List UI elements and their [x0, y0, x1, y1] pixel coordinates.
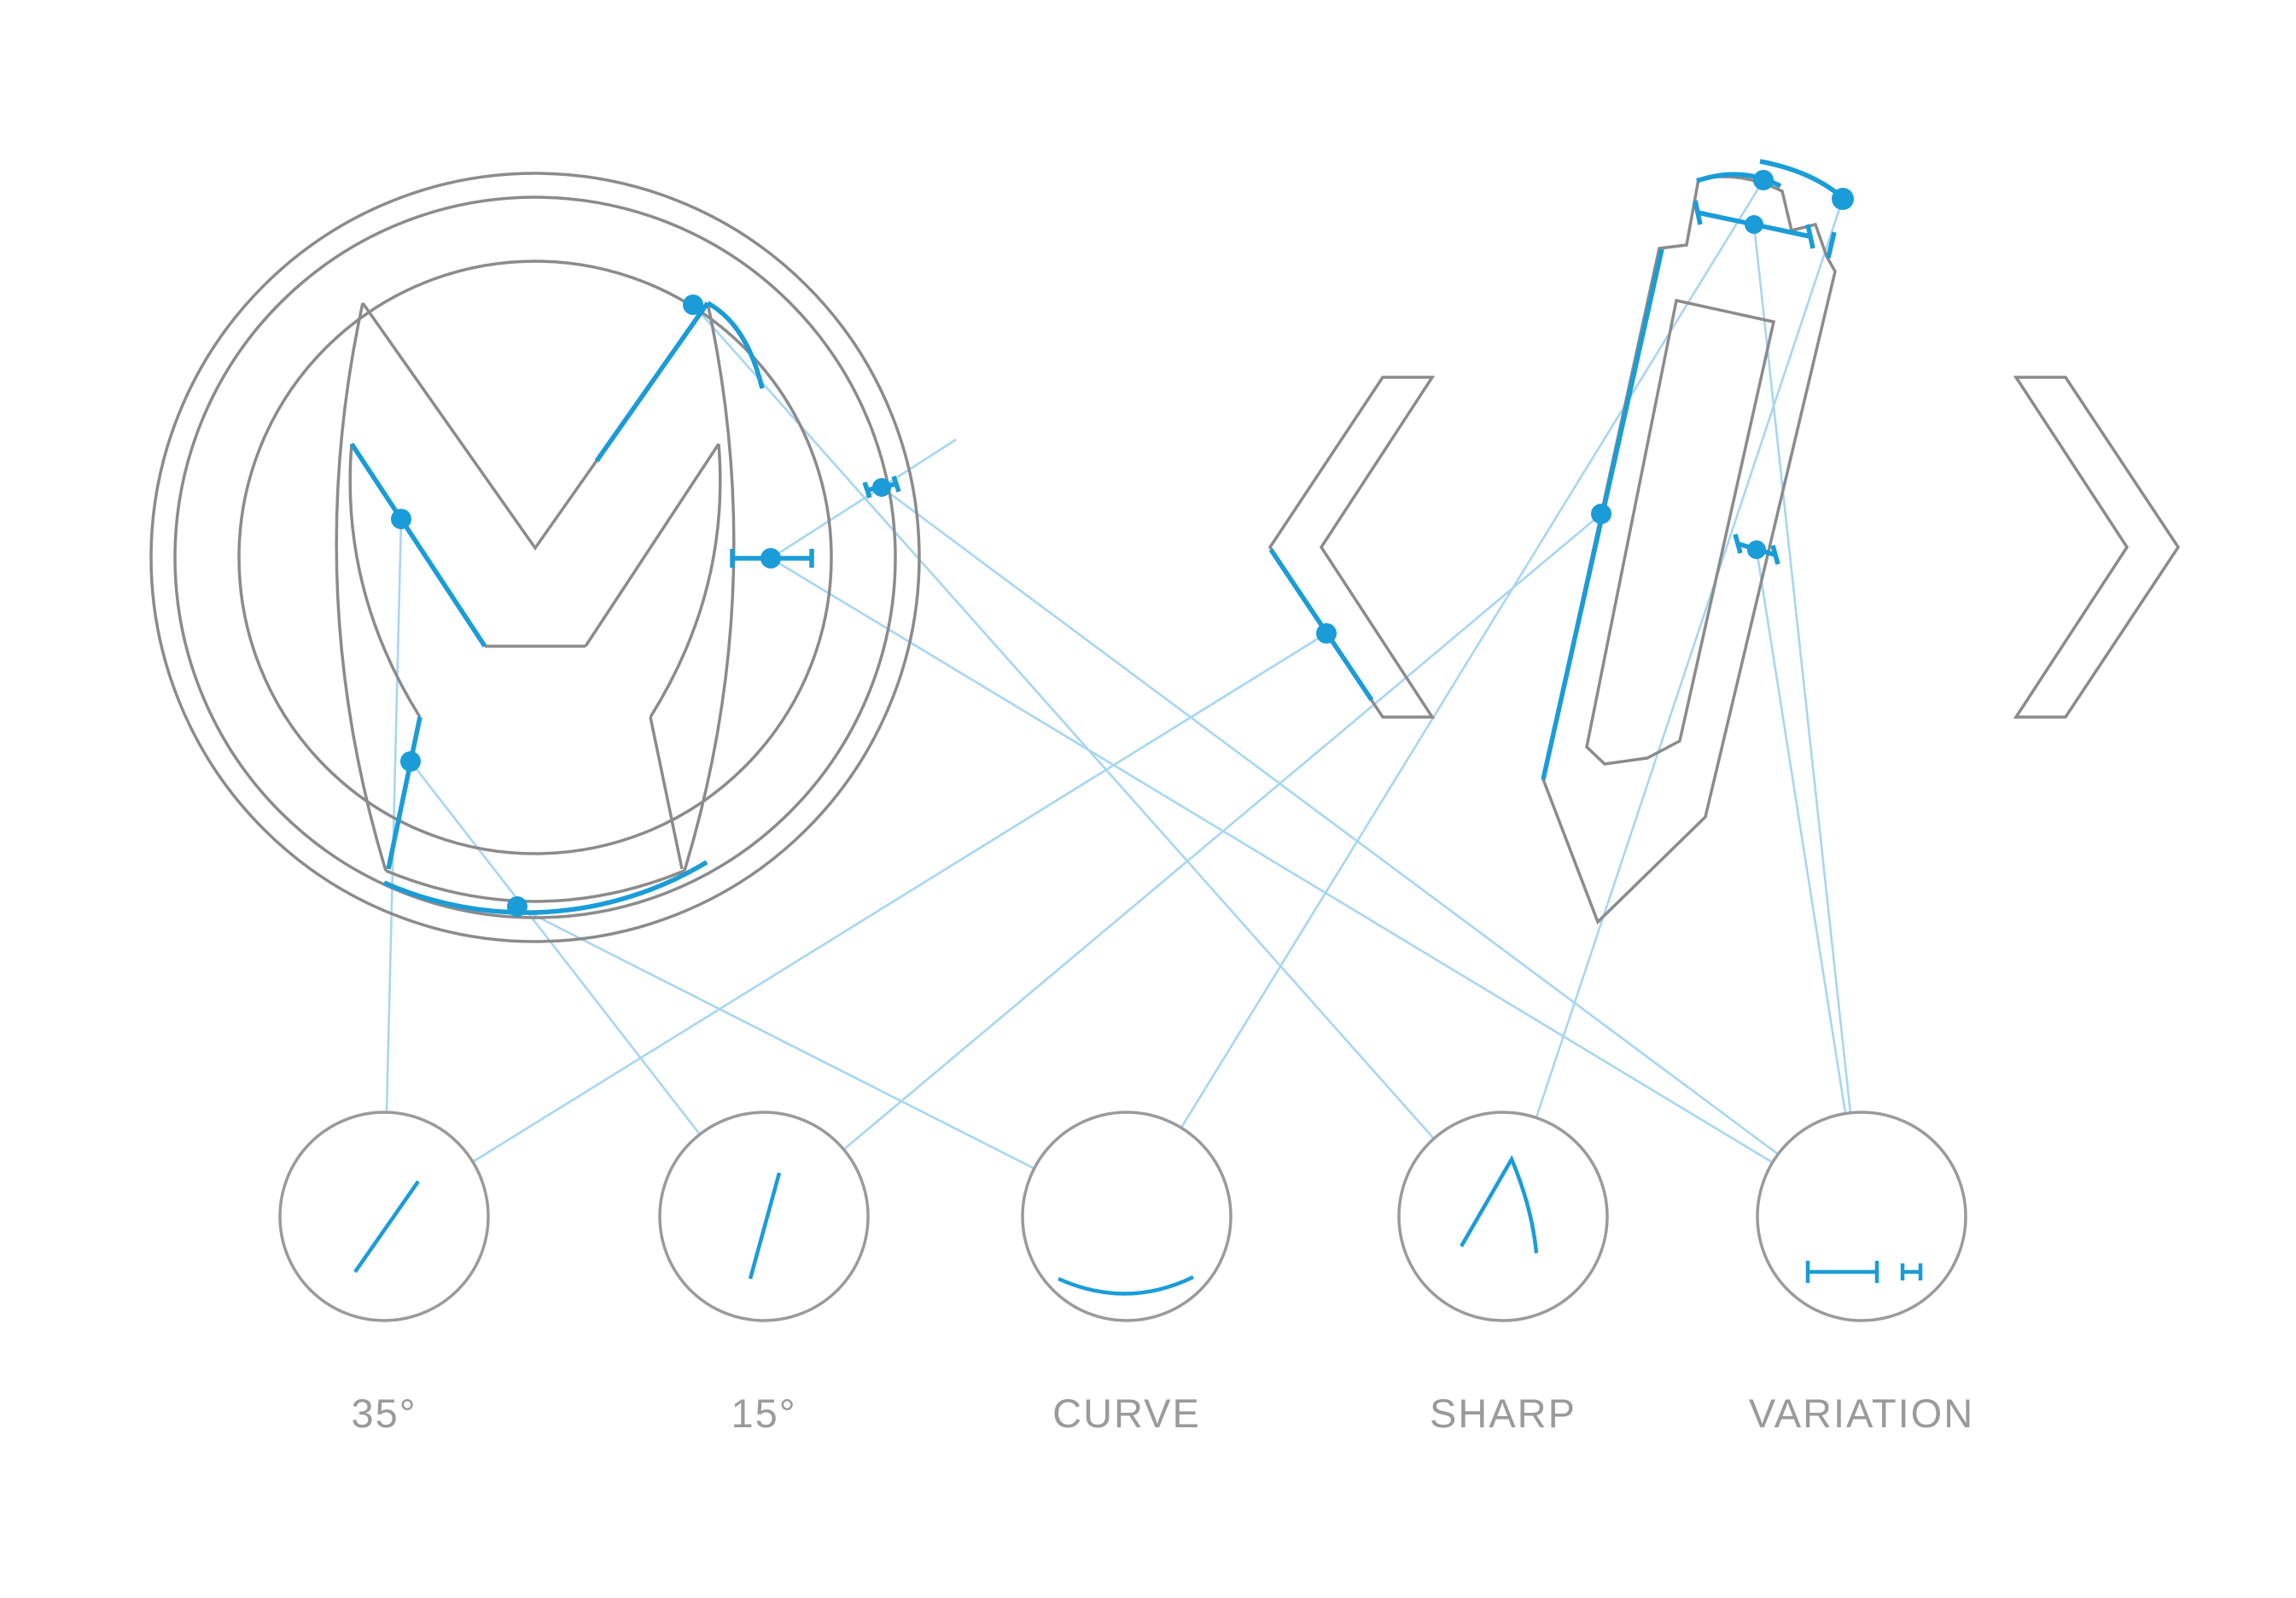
- connector-m-bottom-to-curve: [516, 905, 1035, 1170]
- sharp-peak-icon: [1460, 1154, 1539, 1254]
- m-logo: [149, 172, 921, 943]
- marker-body-measure: [1747, 540, 1766, 559]
- legend-label-15: 15°: [731, 1391, 796, 1436]
- connector-m-leg-to-15: [409, 761, 702, 1135]
- marker-15-leg: [400, 751, 421, 772]
- m-outer-left-arc: [335, 302, 388, 872]
- pencil-annotations: [1268, 159, 1854, 780]
- marker-bottom-curve: [507, 896, 527, 917]
- m-valley: [361, 301, 709, 551]
- curve-arc-icon: [1058, 1274, 1194, 1296]
- connector-bracket-to-35: [472, 632, 1327, 1164]
- connector-pencil-cap-to-curve: [1180, 179, 1765, 1129]
- m-sharp-peak-curve-highlight: [706, 300, 765, 389]
- legend-item-sharp: SHARP: [1397, 1111, 1609, 1436]
- connector-m-peak-to-sharp: [692, 304, 1435, 1140]
- marker-35-edge: [391, 509, 411, 529]
- logo-outer-circle: [149, 172, 921, 943]
- logo-inner-circle: [237, 260, 833, 855]
- m-right-35-edge: [584, 443, 720, 647]
- angle-35-line-icon: [353, 1180, 420, 1274]
- legend-label-35: 35°: [351, 1391, 417, 1436]
- connector-m-measure-to-variation: [770, 557, 1774, 1164]
- marker-cap-curve: [1753, 170, 1774, 190]
- marker-cap-measure: [1745, 215, 1763, 234]
- marker-bracket-edge: [1316, 623, 1337, 644]
- m-right-leg-edge: [649, 716, 684, 870]
- marker-cap-outer-curve: [1832, 188, 1854, 210]
- angle-15-line-icon: [748, 1172, 782, 1280]
- width-variation-icon: [1805, 1261, 1923, 1283]
- legend-item-curve: CURVE: [1021, 1111, 1232, 1436]
- logo-middle-circle: [173, 195, 897, 919]
- left-bracket: [1267, 376, 1436, 719]
- m-15-degree-leg-highlight: [386, 716, 422, 870]
- legend-circle-15: [658, 1111, 870, 1322]
- m-right-counter-arc: [649, 443, 722, 718]
- m-bottom-arc: [385, 869, 685, 903]
- legend-item-35: 35°: [278, 1111, 490, 1436]
- m-outline: [335, 301, 736, 903]
- m-35-degree-edge-highlight: [349, 442, 487, 648]
- legend: 35° 15° CURVE SHARP VARIATION: [278, 1111, 1974, 1436]
- marker-sharp-peak: [683, 295, 703, 315]
- pencil-brackets-logo: [1267, 159, 2181, 925]
- legend-circle-curve: [1021, 1111, 1232, 1322]
- connector-pencil-cap2-to-sharp: [1535, 198, 1844, 1118]
- legend-item-15: 15°: [658, 1111, 870, 1436]
- m-outer-right-arc: [683, 302, 736, 872]
- legend-item-variation: VARIATION: [1749, 1111, 1974, 1436]
- connector-lines: [385, 179, 1852, 1170]
- legend-label-sharp: SHARP: [1430, 1391, 1576, 1436]
- legend-circle-sharp: [1397, 1111, 1609, 1322]
- m-left-counter-arc: [348, 443, 422, 718]
- marker-pencil-edge: [1591, 504, 1611, 524]
- connector-body-measure-to-variation: [1755, 549, 1847, 1114]
- legend-label-curve: CURVE: [1052, 1391, 1201, 1436]
- m-bottom-curve-highlight: [382, 860, 708, 915]
- legend-label-variation: VARIATION: [1749, 1391, 1974, 1436]
- legend-circle-35: [278, 1111, 490, 1322]
- marker-width-measure: [760, 548, 781, 569]
- m-sharp-peak-straight-highlight: [594, 301, 710, 463]
- pencil-inner-outline: [1585, 298, 1776, 766]
- legend-circle-variation: [1756, 1111, 1967, 1322]
- connector-m-stroke-to-35: [385, 518, 403, 1113]
- right-bracket: [2013, 376, 2181, 719]
- connector-ring-measure-to-variation: [881, 486, 1779, 1156]
- marker-ring-gap: [872, 478, 891, 497]
- connector-measure-link: [770, 438, 957, 560]
- pencil-cap-tick: [1826, 231, 1837, 259]
- m-annotations: [349, 295, 901, 917]
- pencil-outer-outline: [1541, 175, 1837, 925]
- connector-cap-measure-to-variation: [1752, 224, 1852, 1114]
